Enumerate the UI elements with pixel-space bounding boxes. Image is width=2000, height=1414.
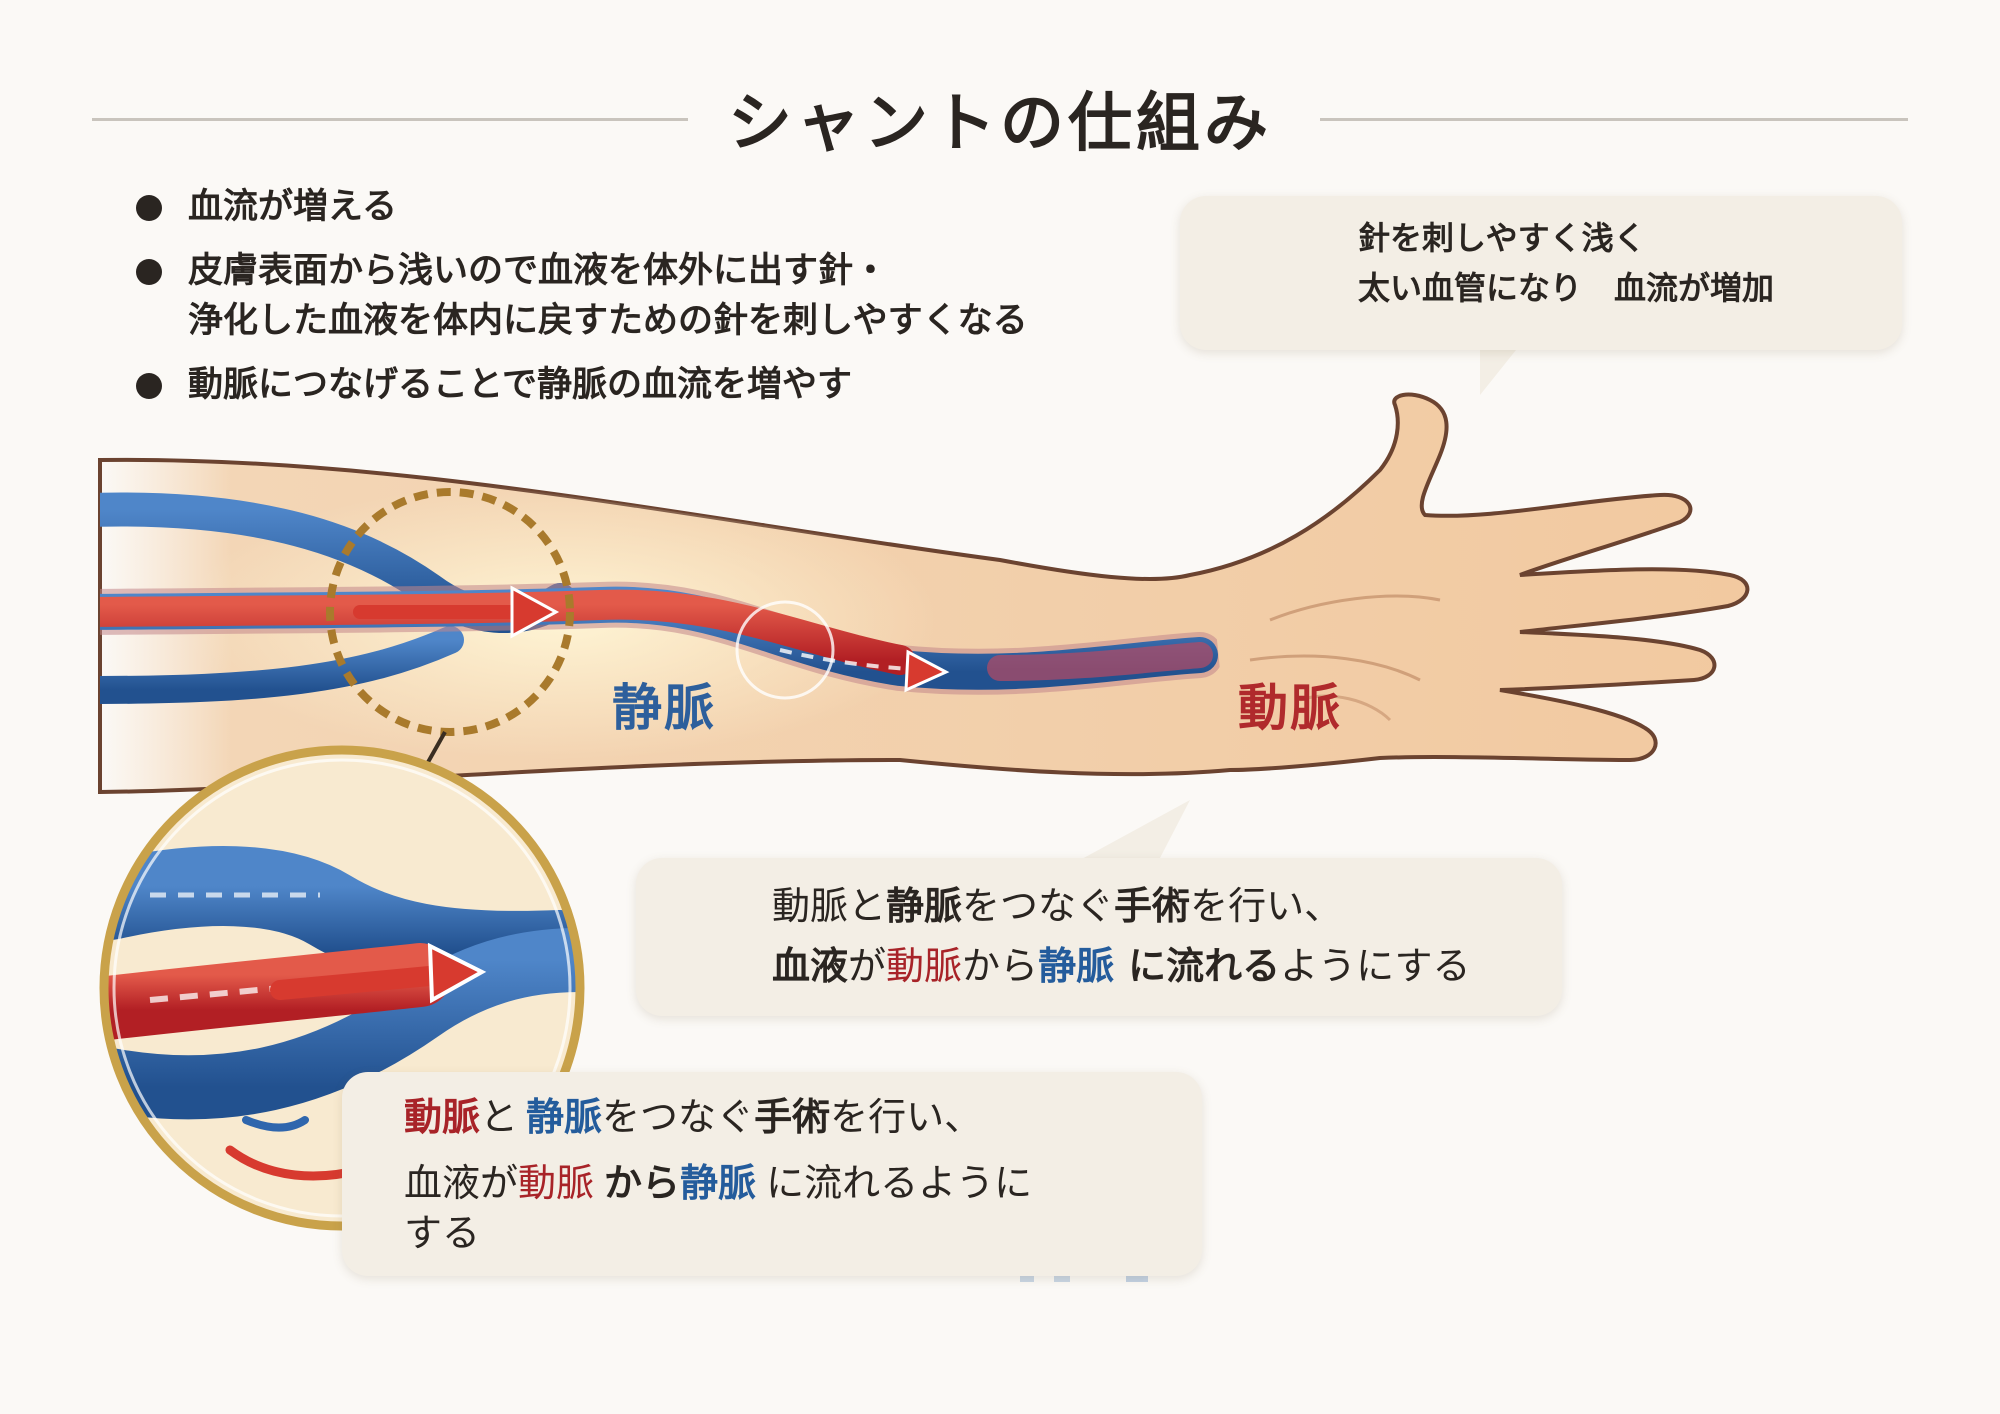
title-rule-right bbox=[1320, 118, 1908, 121]
text-fragment: 静脈 bbox=[526, 1095, 603, 1139]
text-fragment: 静脈 bbox=[1038, 944, 1115, 988]
callout-bottom-line-3: する bbox=[404, 1211, 481, 1255]
callout-pointer-top bbox=[1480, 345, 1520, 395]
text-fragment: 血液が bbox=[404, 1161, 519, 1205]
callout-card-top: 針を刺しやすく浅く 太い血管になり 血流が増加 bbox=[1180, 196, 1902, 350]
flow-arrow-head-2 bbox=[904, 649, 950, 693]
text-fragment: ようにする bbox=[1280, 944, 1471, 988]
text-fragment: と bbox=[480, 1095, 519, 1139]
bullet-item: 皮膚表面から浅いので血液を体外に出す針・ 浄化した血液を体内に戻すための針を刺し… bbox=[130, 246, 1110, 346]
text-fragment: 手術 bbox=[754, 1095, 831, 1139]
flow-arrow-head bbox=[510, 585, 560, 639]
vein-label: 静脈 bbox=[612, 679, 716, 737]
text-fragment: に流れる bbox=[1128, 944, 1281, 988]
bullet-dot bbox=[136, 259, 162, 285]
callout-bottom-line-2: 血液が動脈から静脈に流れるように bbox=[404, 1158, 1032, 1208]
callout-middle-line-2: 血液が動脈から静脈に流れるようにする bbox=[772, 942, 1470, 990]
callout-top-line-2: 太い血管になり 血流が増加 bbox=[1358, 269, 1775, 307]
text-fragment: をつなぐ bbox=[962, 884, 1115, 928]
bullet-dot bbox=[136, 373, 162, 399]
text-fragment: 動脈 bbox=[404, 1095, 481, 1139]
text-fragment: 動脈 bbox=[518, 1161, 595, 1205]
bullet-text: 浄化した血液を体内に戻すための針を刺しやすくなる bbox=[188, 301, 1028, 341]
bullet-item: 動脈につなげることで静脈の血流を増やす bbox=[130, 360, 1110, 410]
bullet-dot bbox=[136, 195, 162, 221]
callout-card-middle: 動脈と静脈をつなぐ手術を行い、 血液が動脈から静脈に流れるようにする bbox=[636, 858, 1562, 1016]
callout-middle-line-1: 動脈と静脈をつなぐ手術を行い、 bbox=[772, 882, 1342, 930]
bullet-text: 皮膚表面から浅いので血液を体外に出す針・ bbox=[188, 251, 889, 291]
callout-card-bottom: 動脈と静脈をつなぐ手術を行い、 血液が動脈から静脈に流れるように する bbox=[342, 1072, 1202, 1276]
bullet-text: 血流が増える bbox=[188, 187, 397, 227]
text-fragment: 静脈 bbox=[886, 884, 963, 928]
text-fragment: から bbox=[604, 1161, 681, 1205]
text-fragment: 手術 bbox=[1114, 884, 1191, 928]
text-fragment: が bbox=[848, 944, 887, 988]
bullet-item: 血流が増える bbox=[130, 182, 1110, 232]
text-fragment: を行い、 bbox=[1190, 884, 1343, 928]
artery-label: 動脈 bbox=[1238, 679, 1342, 737]
text-fragment: に流れるように bbox=[766, 1161, 1033, 1205]
text-fragment: から bbox=[962, 944, 1039, 988]
page-title: シャントの仕組み bbox=[728, 87, 1272, 161]
text-fragment: 血液 bbox=[772, 944, 849, 988]
text-fragment: 動脈と bbox=[772, 884, 887, 928]
text-fragment: を行い、 bbox=[830, 1095, 983, 1139]
callout-pointer-middle bbox=[1080, 800, 1190, 860]
callout-top-line-1: 針を刺しやすく浅く bbox=[1358, 219, 1646, 257]
text-fragment: をつなぐ bbox=[602, 1095, 755, 1139]
text-fragment: 静脈 bbox=[680, 1161, 757, 1205]
callout-bottom-line-1: 動脈と静脈をつなぐ手術を行い、 bbox=[404, 1092, 982, 1142]
title-rule-left bbox=[92, 118, 688, 121]
glint-ring bbox=[735, 600, 835, 700]
text-fragment: 動脈 bbox=[886, 944, 963, 988]
bullet-text: 動脈につなげることで静脈の血流を増やす bbox=[188, 365, 852, 405]
focus-circle bbox=[326, 488, 574, 736]
bullet-list: 血流が増える 皮膚表面から浅いので血液を体外に出す針・ 浄化した血液を体内に戻す… bbox=[130, 182, 1110, 424]
